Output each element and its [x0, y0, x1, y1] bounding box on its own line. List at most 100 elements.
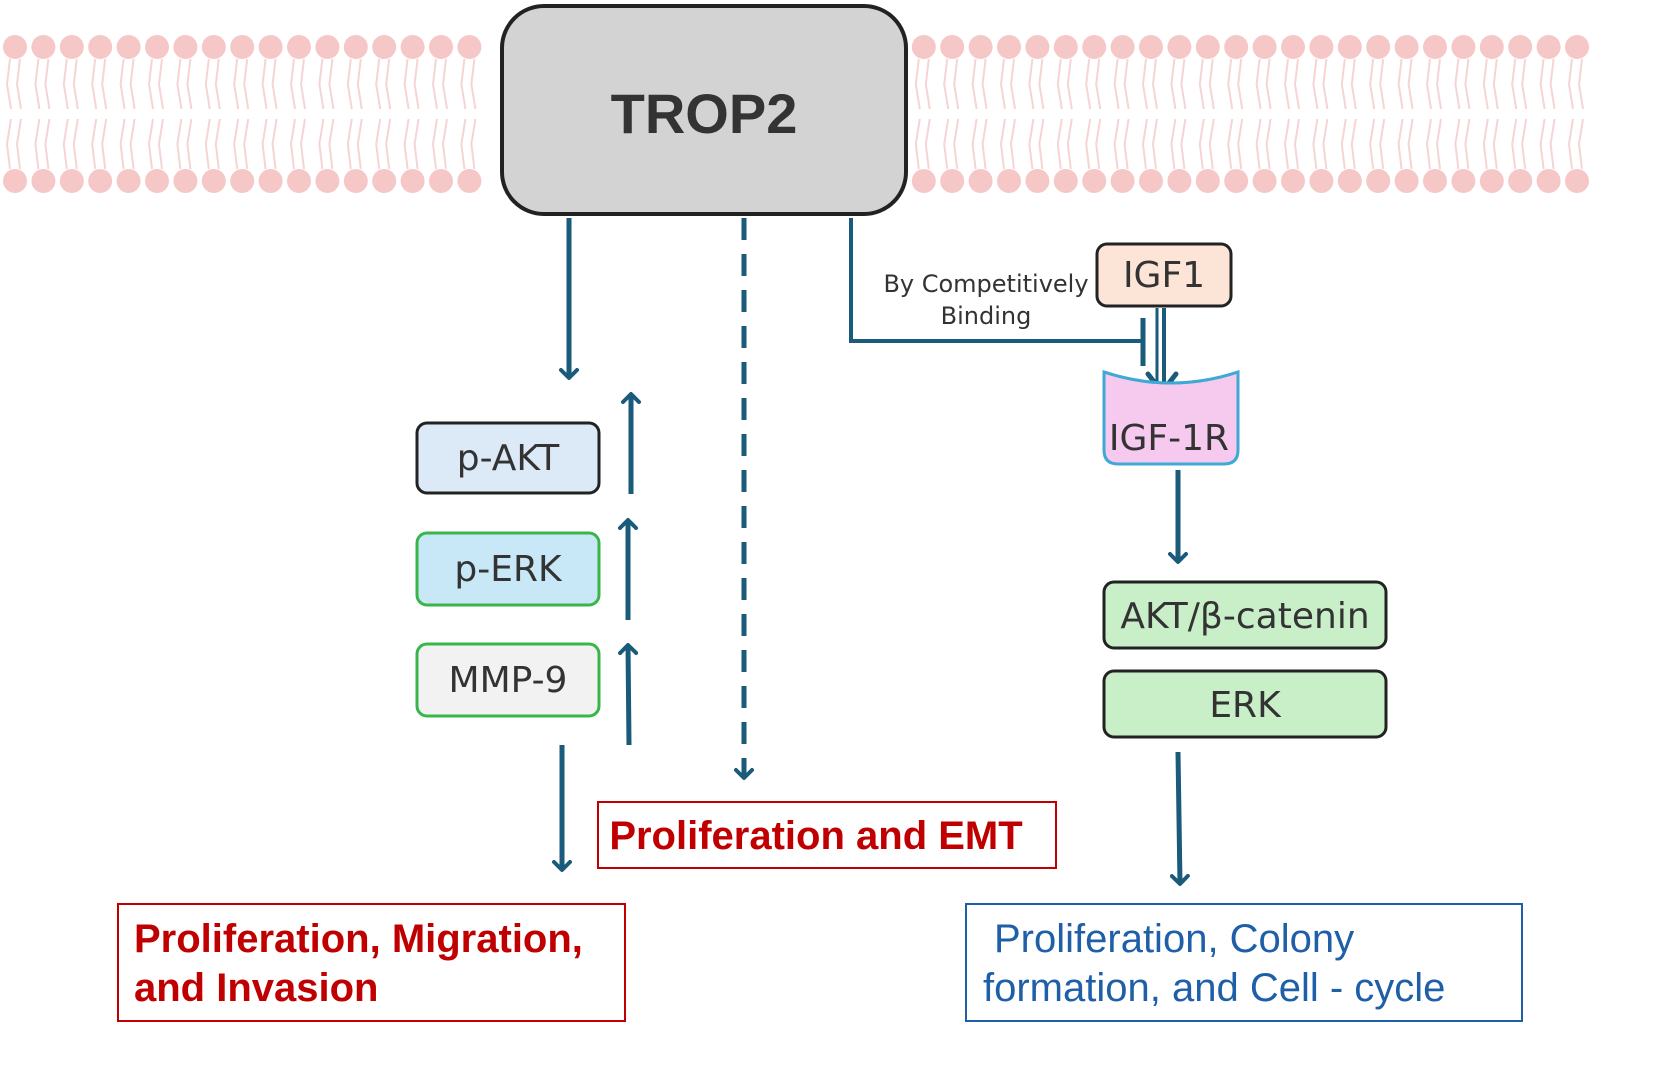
lipid-tail [1085, 118, 1092, 170]
igf1-node: IGF1 [1095, 242, 1233, 308]
lipid-tail [147, 118, 154, 170]
lipid-tail [1549, 118, 1556, 170]
lipid-tail [34, 118, 41, 170]
lipid-tail [1283, 118, 1290, 170]
lipid-tail [413, 118, 420, 170]
lipid-head [173, 169, 198, 193]
lipid-head [940, 169, 965, 193]
lipid-head [1451, 35, 1476, 59]
lipid-head [1337, 35, 1362, 59]
lipid-tail [1237, 58, 1244, 110]
lipid-head [31, 169, 56, 193]
lipid-tail [1350, 118, 1357, 170]
lipid-head [457, 169, 482, 193]
competitive-binding-label-2: Binding [941, 302, 1032, 330]
up-arrow-mmp9 [618, 643, 639, 746]
lipid-tail [346, 118, 353, 170]
lipid-head [173, 35, 198, 59]
lipid-tail [1009, 118, 1016, 170]
outcome-emt-label: Proliferation and EMT [609, 814, 1022, 858]
lipid-tail [1435, 58, 1442, 110]
lipid-tail [1113, 118, 1120, 170]
lipid-head [1366, 169, 1391, 193]
lipid-head [940, 35, 965, 59]
lipid-bilayer-icon [3, 35, 1589, 193]
lipid-tail [1539, 118, 1546, 170]
lipid-head [258, 35, 283, 59]
lipid-tail [999, 118, 1006, 170]
lipid-tail [1567, 118, 1574, 170]
lipid-tail [1056, 58, 1063, 110]
lipid-head [429, 169, 453, 193]
lipid-tail [971, 118, 978, 170]
lipid-tail [1407, 118, 1414, 170]
lipid-tail [470, 58, 477, 110]
akt-bcatenin-label: AKT/β-catenin [1120, 596, 1369, 637]
lipid-tail [1085, 58, 1092, 110]
lipid-tail [157, 118, 164, 170]
lipid-head [1053, 35, 1078, 59]
lipid-tail [15, 118, 22, 170]
lipid-head [1281, 169, 1305, 193]
lipid-tail [186, 58, 193, 110]
lipid-head [429, 35, 453, 59]
lipid-tail [289, 118, 296, 170]
lipid-tail [953, 118, 960, 170]
lipid-tail [44, 58, 51, 110]
lipid-tail [1151, 118, 1158, 170]
lipid-tail [1028, 118, 1035, 170]
lipid-head [1195, 35, 1220, 59]
lipid-head [1224, 35, 1249, 59]
lipid-head [145, 169, 169, 193]
lipid-tail [1038, 58, 1045, 110]
lipid-tail [1170, 118, 1177, 170]
lipid-tail [233, 118, 240, 170]
lipid-tail [403, 58, 410, 110]
lipid-tail [1379, 58, 1386, 110]
outcome-left: Proliferation, Migration, and Invasion [117, 903, 626, 1022]
lipid-head [1536, 169, 1561, 193]
lipid-head [1025, 35, 1050, 59]
lipid-head [1082, 35, 1107, 59]
lipid-tail [431, 58, 438, 110]
lipid-head [287, 35, 311, 59]
erk-label: ERK [1209, 685, 1282, 726]
lipid-tail [1312, 118, 1319, 170]
lipid-tail [204, 118, 211, 170]
lipid-tail [1350, 58, 1357, 110]
lipid-head [1508, 169, 1533, 193]
lipid-tail [1198, 118, 1205, 170]
lipid-tail [261, 118, 268, 170]
lipid-tail [1379, 118, 1386, 170]
lipid-tail [1454, 58, 1461, 110]
lipid-tail [981, 58, 988, 110]
lipid-tail [1435, 118, 1442, 170]
lipid-tail [62, 58, 69, 110]
lipid-tail [1066, 118, 1073, 170]
pakt-label: p-AKT [457, 438, 560, 479]
lipid-tail [1198, 58, 1205, 110]
lipid-tail [72, 58, 79, 110]
lipid-tail [460, 118, 467, 170]
lipid-head [1139, 169, 1163, 193]
lipid-head [1053, 169, 1078, 193]
lipid-tail [1322, 118, 1329, 170]
lipid-head [968, 35, 993, 59]
lipid-tail [1056, 118, 1063, 170]
lipid-tail [999, 58, 1006, 110]
lipid-tail [1123, 58, 1130, 110]
lipid-tail [1539, 58, 1546, 110]
lipid-head [1025, 169, 1050, 193]
lipid-tail [1283, 58, 1290, 110]
lipid-tail [271, 118, 278, 170]
lipid-tail [15, 58, 22, 110]
lipid-head [1536, 35, 1561, 59]
outcome-left-line2: and Invasion [134, 966, 379, 1010]
lipid-tail [328, 58, 335, 110]
lipid-head [230, 169, 255, 193]
outcome-right: Proliferation, Colony formation, and Cel… [965, 903, 1523, 1022]
lipid-tail [1180, 118, 1187, 170]
lipid-tail [460, 58, 467, 110]
lipid-tail [1322, 58, 1329, 110]
